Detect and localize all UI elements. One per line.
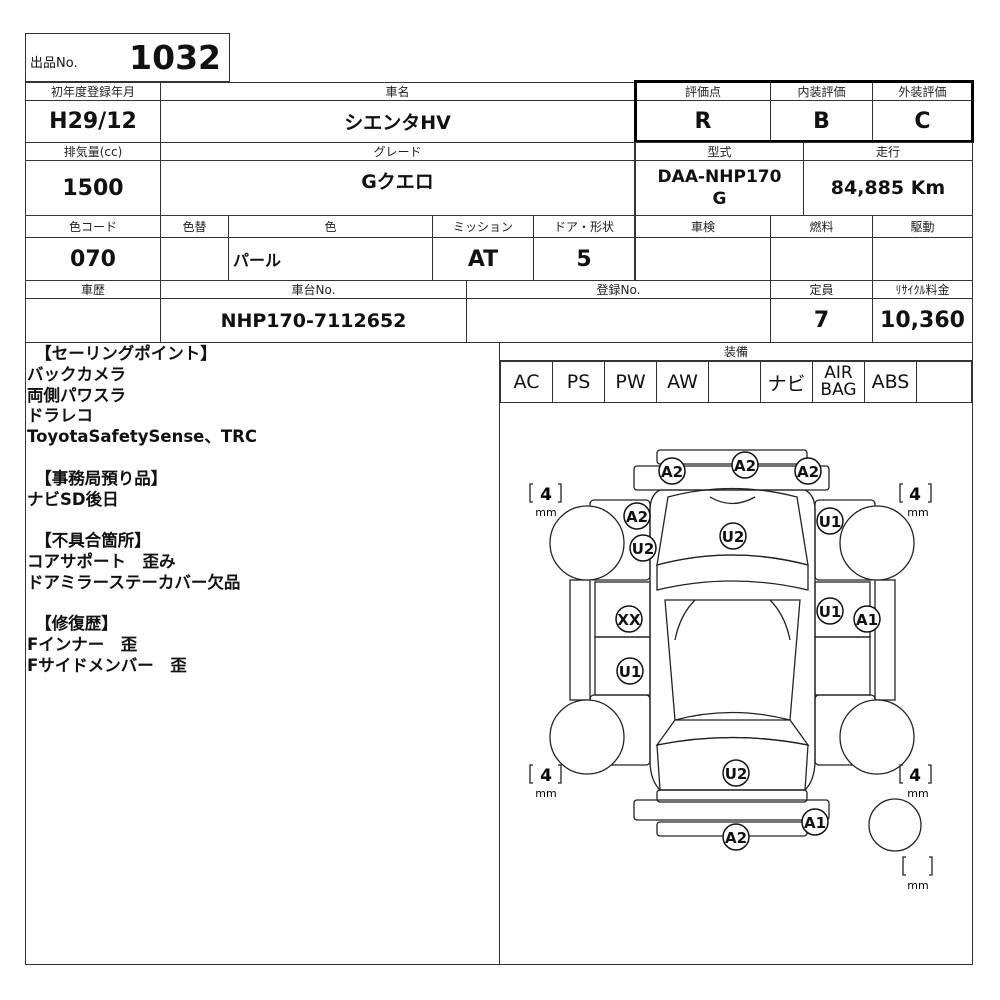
damage-rear-hatch: U2 [725,765,748,783]
damage-front-2: A2 [734,457,756,475]
damage-mark-left-door-front: XX [615,605,643,633]
tire-unit-fr: mm [907,506,928,519]
notes-text: 【セーリングポイント】 バックカメラ 両側パワスラ ドラレコ ToyotaSaf… [27,344,257,675]
damage-front-3: A2 [797,463,819,481]
damage-right-door-front: U1 [819,603,842,621]
damage-mark-rear-hatch: U2 [722,759,750,787]
damage-mark-right-fender: U1 [816,507,844,535]
damage-rear-bumper-a: A1 [804,814,826,832]
tire-unit-rr: mm [907,787,928,800]
damage-hood: U2 [722,528,745,546]
tire-front-right: 4 [909,485,921,505]
equipment-label: 装備 [499,342,973,361]
model-line1: DAA-NHP170 [657,167,782,187]
tire-rear-left: 4 [540,766,552,786]
damage-mark-left-fender-u: U2 [629,534,657,562]
damage-left-door-front: XX [617,611,641,629]
damage-mark-right-door-front-a: A1 [853,605,881,633]
damage-left-fender-a: A2 [626,508,648,526]
damage-mark-rear-bumper-b: A2 [722,823,750,851]
damage-mark-front-3: A2 [794,457,822,485]
lot-box: 出品No. 1032 [25,33,230,82]
equipment-row: AC PS PW AW ナビ AIR BAG ABS [500,361,972,403]
equip-blank2 [916,361,972,403]
damage-right-fender: U1 [819,513,842,531]
tire-unit-fl: mm [535,506,556,519]
damage-left-door-rear: U1 [619,663,642,681]
tire-unit-rl: mm [535,787,556,800]
lot-number: 1032 [129,38,221,77]
damage-front-1: A2 [661,463,683,481]
lot-label: 出品No. [30,56,78,71]
damage-mark-left-door-rear: U1 [616,657,644,685]
damage-rear-bumper-b: A2 [725,829,747,847]
damage-mark-front-2: A2 [731,451,759,479]
tire-front-left: 4 [540,485,552,505]
damage-mark-left-fender-a: A2 [623,502,651,530]
equip-airbag: AIR BAG [812,361,865,403]
damage-mark-rear-bumper-a: A1 [801,808,829,836]
damage-mark-front-1: A2 [658,457,686,485]
model-line2: G [712,189,727,209]
damage-mark-right-door-front: U1 [816,597,844,625]
grade-box-outline [634,80,974,143]
tire-rear-right: 4 [909,766,921,786]
recycle-value: 10,360 [872,298,973,343]
damage-mark-hood: U2 [719,522,747,550]
tire-unit-spare: mm [907,879,928,892]
damage-left-fender-u: U2 [632,540,655,558]
lower-divider [499,342,500,965]
damage-right-door-front-a: A1 [856,611,878,629]
